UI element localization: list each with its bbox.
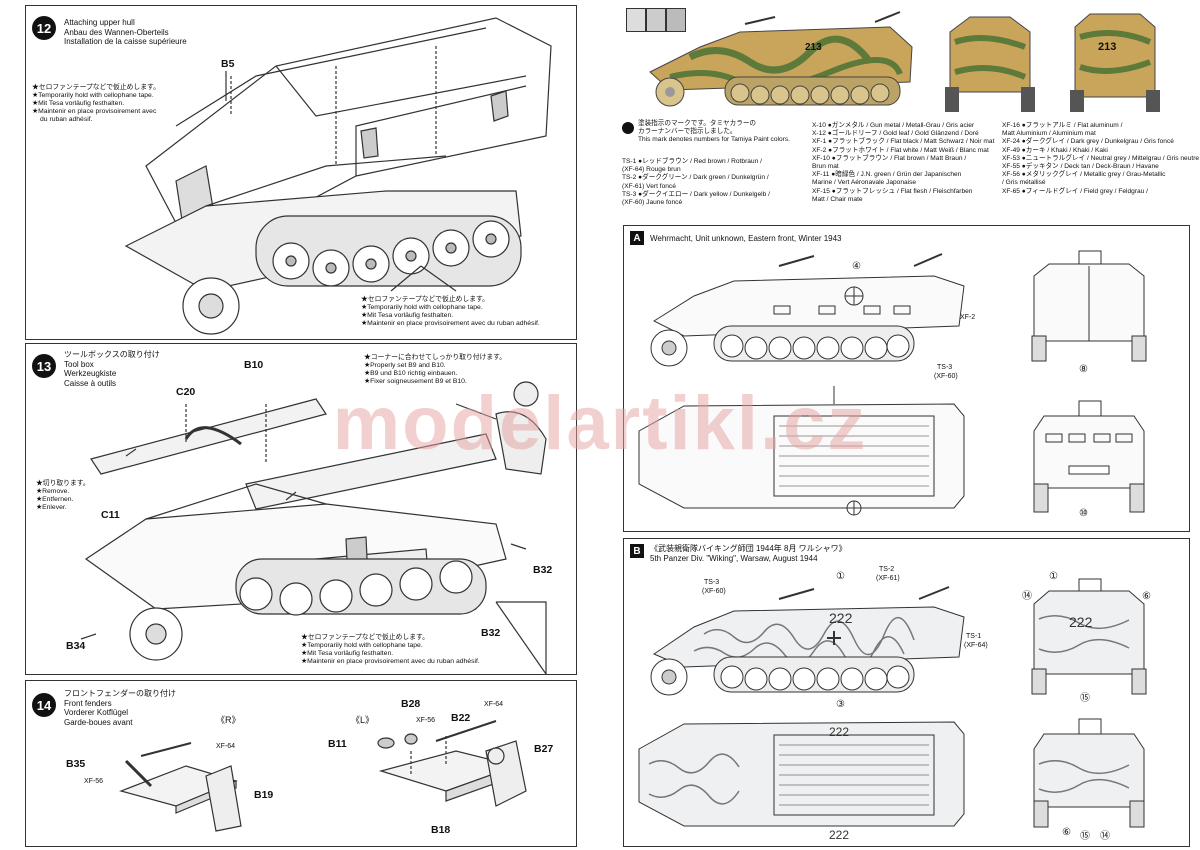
part-label-b10: B10: [244, 359, 264, 371]
callout-b-6-front: ⑥: [1062, 827, 1071, 838]
front-fenders-drawing: [119, 720, 527, 832]
side-label-right: 《R》: [216, 715, 241, 725]
step-12-title-en: Attaching upper hull: [64, 18, 135, 27]
part-label-b34: B34: [66, 640, 86, 652]
callout-b-6: ⑥: [1142, 591, 1151, 602]
scheme-b-drawings: 222 222 222 222: [638, 578, 1147, 842]
step-14-panel: 14 フロントフェンダーの取り付け Front fenders Vorderer…: [25, 680, 577, 847]
top-number-222-a: 222: [829, 725, 849, 739]
paint-jar-icon-3: [666, 8, 686, 32]
callout-b-ts3: TS-3: [704, 579, 720, 586]
side-label-left: 《L》: [351, 715, 375, 725]
callout-b-1-rear: ①: [1049, 571, 1058, 582]
paint-callout-xf56-l: XF-56: [416, 717, 436, 724]
callout-a-xf60: (XF-60): [934, 373, 958, 380]
tool-box-drawing: [80, 381, 547, 674]
step-13-number: 13: [32, 354, 56, 378]
callout-a-ts3: TS-3: [937, 364, 953, 371]
callout-b-15-front: ⑮: [1080, 831, 1090, 842]
paint-callout-xf56-r: XF-56: [84, 778, 104, 785]
part-label-b35: B35: [66, 758, 86, 770]
top-number-222-b: 222: [829, 828, 849, 842]
part-label-b19: B19: [254, 789, 274, 801]
callout-b-1: ①: [836, 571, 845, 582]
step-14-title: フロントフェンダーの取り付け Front fenders Vorderer Ko…: [64, 689, 176, 727]
rear-number-222: 222: [1069, 614, 1093, 630]
callout-b-ts2: TS-2: [879, 566, 895, 573]
scheme-a-drawings: [638, 250, 1147, 516]
scheme-a-panel: A Wehrmacht, Unit unknown, Eastern front…: [623, 225, 1190, 532]
upper-hull-drawing: [124, 17, 552, 335]
color-halftrack-rear: 213: [1070, 13, 1160, 112]
color-halftrack-side: 213: [649, 11, 913, 107]
part-label-b27: B27: [534, 743, 554, 755]
step-12-title: Attaching upper hull Anbau des Wannen-Ob…: [64, 18, 187, 47]
scheme-b-title: 《武装親衛隊バイキング師団 1944年 8月 ワルシャワ》 5th Panzer…: [650, 544, 847, 563]
step-12-title-fr: Installation de la caisse supérieure: [64, 37, 187, 46]
paint-callout-xf64-l: XF-64: [484, 701, 504, 708]
part-label-b18: B18: [431, 824, 451, 836]
part-label-b32-detail: B32: [481, 627, 501, 639]
step-13-note-remove: ★切り取ります。 ★Remove. ★Entfernen. ★Enlever.: [36, 480, 90, 511]
callout-b-ts1-code: (XF-64): [964, 642, 988, 649]
step-14-number: 14: [32, 693, 56, 717]
step-13-title: ツールボックスの取り付け Tool box Werkzeugkiste Cais…: [64, 350, 160, 388]
callout-a-xf2: XF-2: [960, 314, 976, 321]
callout-a-4: ④: [852, 261, 861, 272]
part-label-c11: C11: [101, 509, 120, 521]
paint-callout-xf64-r: XF-64: [216, 743, 236, 750]
callout-a-10: ⑩: [1079, 508, 1088, 519]
step-12-title-de: Anbau des Wannen-Oberteils: [64, 27, 169, 37]
paint-jar-icon-2: [646, 8, 666, 32]
part-label-b5: B5: [221, 58, 235, 70]
paint-mark-icon: [622, 122, 634, 134]
paint-legend: 塗装指示のマークです。タミヤカラーの カラーナンバーで指示しました。 This …: [620, 118, 1199, 218]
paint-jar-icon: [626, 8, 646, 32]
paint-header: 213 213: [620, 2, 1190, 114]
callout-b-3: ③: [836, 699, 845, 710]
paint-col-2: X-10 ●ガンメタル / Gun metal / Metall-Grau / …: [812, 122, 995, 203]
step-12-note-right: ★セロファンテープなどで仮止めします。 ★Temporarily hold wi…: [361, 296, 540, 327]
part-label-b22: B22: [451, 712, 471, 724]
paint-intro: 塗装指示のマークです。タミヤカラーの カラーナンバーで指示しました。 This …: [638, 120, 790, 144]
scheme-b-panel: B 《武装親衛隊バイキング師団 1944年 8月 ワルシャワ》 5th Panz…: [623, 538, 1190, 847]
side-number-222: 222: [829, 610, 853, 626]
color-hull-number: 213: [805, 42, 822, 53]
step-12-number: 12: [32, 16, 56, 40]
callout-b-14-front: ⑭: [1100, 831, 1110, 842]
part-label-b28: B28: [401, 698, 421, 710]
step-12-panel: 12 Attaching upper hull Anbau des Wannen…: [25, 5, 577, 340]
color-halftrack-front: [945, 16, 1035, 112]
step-13-note-corner: ★コーナーに合わせてしっかり取り付けます。 ★Properly set B9 a…: [364, 354, 507, 385]
callout-b-14: ⑭: [1022, 591, 1032, 602]
callout-b-ts3-code: (XF-60): [702, 588, 726, 595]
scheme-a-letter: A: [630, 231, 644, 245]
callout-a-8: ⑧: [1079, 364, 1088, 375]
color-rear-hull-number: 213: [1098, 41, 1116, 53]
part-label-c20: C20: [176, 386, 196, 398]
callout-b-15: ⑮: [1080, 693, 1090, 704]
part-label-b11: B11: [328, 738, 347, 750]
step-13-panel: 13 ツールボックスの取り付け Tool box Werkzeugkiste C…: [25, 343, 577, 675]
paint-col-1: TS-1 ●レッドブラウン / Red brown / Rotbraun / (…: [622, 158, 770, 207]
callout-b-ts2-code: (XF-61): [876, 575, 900, 582]
paint-col-3: XF-16 ●フラットアルミ / Flat aluminum / Matt Al…: [1002, 122, 1200, 195]
part-label-b32: B32: [533, 564, 553, 576]
callout-b-ts1: TS-1: [966, 633, 982, 640]
scheme-a-title: Wehrmacht, Unit unknown, Eastern front, …: [650, 234, 842, 243]
step-13-note-tape: ★セロファンテープなどで仮止めします。 ★Temporarily hold wi…: [301, 634, 480, 665]
step-12-note-left: ★セロファンテープなどで仮止めします。 ★Temporarily hold wi…: [32, 84, 160, 123]
scheme-b-letter: B: [630, 544, 644, 558]
